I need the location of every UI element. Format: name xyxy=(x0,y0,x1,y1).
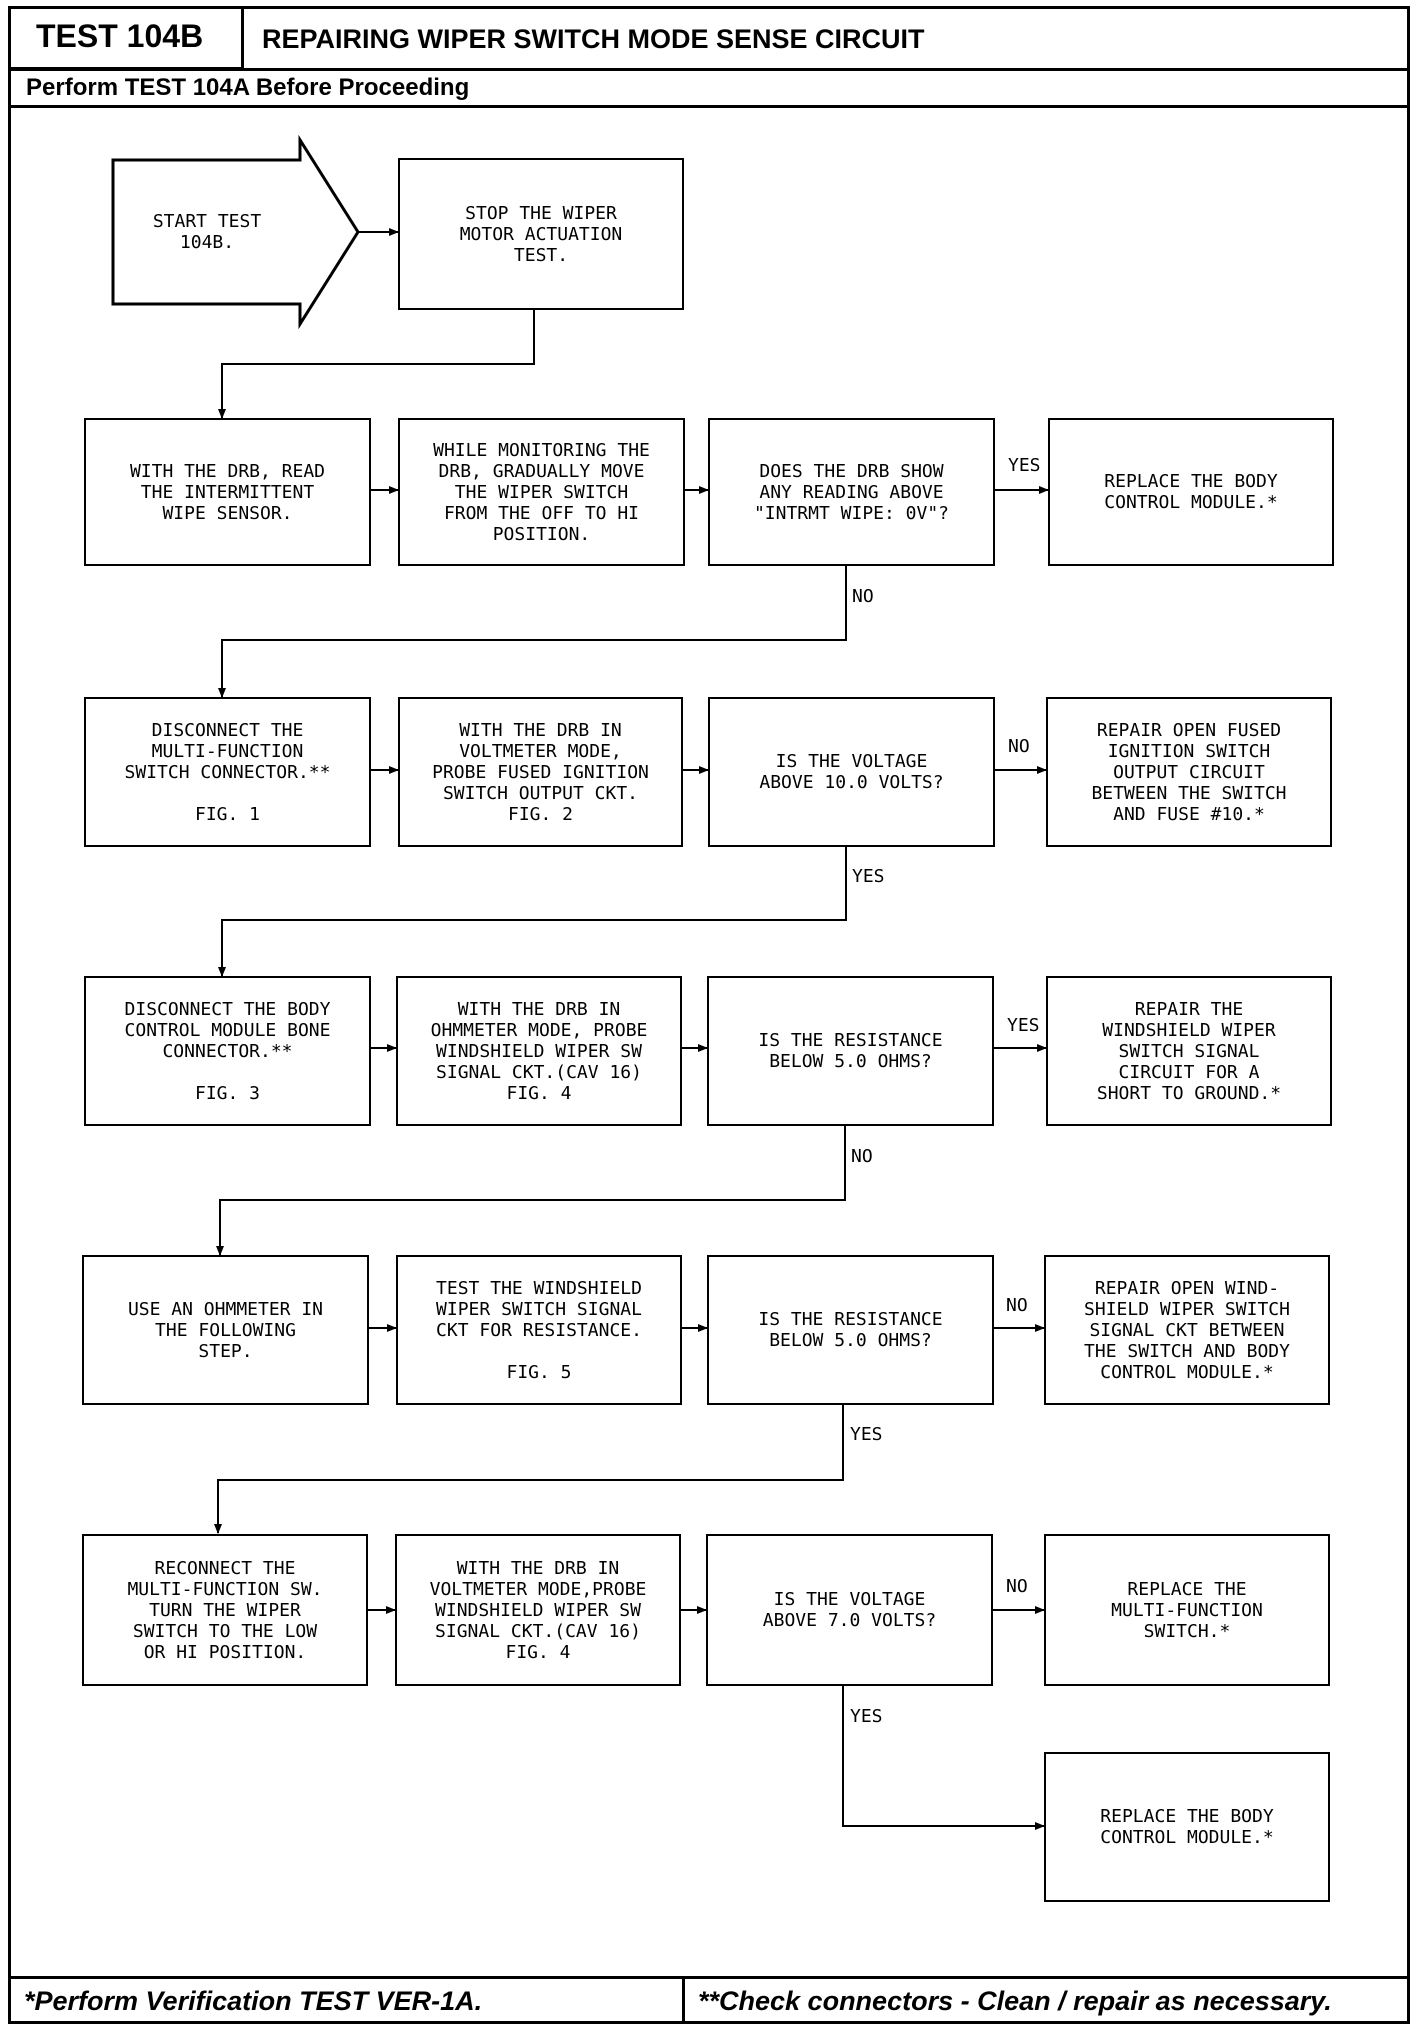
label-yes-row6: YES xyxy=(850,1706,883,1727)
question-voltage-10-box: IS THE VOLTAGE ABOVE 10.0 VOLTS? xyxy=(708,697,995,847)
question-resistance-box-2: IS THE RESISTANCE BELOW 5.0 OHMS? xyxy=(707,1255,994,1405)
disconnect-mf-switch-box: DISCONNECT THE MULTI-FUNCTION SWITCH CON… xyxy=(84,697,371,847)
probe-volt-signal-box: WITH THE DRB IN VOLTMETER MODE,PROBE WIN… xyxy=(395,1534,681,1686)
footer-right-note: **Check connectors - Clean / repair as n… xyxy=(698,1986,1332,2016)
replace-bcm-box-1: REPLACE THE BODY CONTROL MODULE.* xyxy=(1048,418,1334,566)
footer-divider xyxy=(682,1976,685,2024)
disconnect-bcm-bone-box: DISCONNECT THE BODY CONTROL MODULE BONE … xyxy=(84,976,371,1126)
footer-rule xyxy=(8,1976,1410,2024)
monitor-move-switch-box: WHILE MONITORING THE DRB, GRADUALLY MOVE… xyxy=(398,418,685,566)
repair-open-ignition-box: REPAIR OPEN FUSED IGNITION SWITCH OUTPUT… xyxy=(1046,697,1332,847)
question-resistance-box-1: IS THE RESISTANCE BELOW 5.0 OHMS? xyxy=(707,976,994,1126)
question-voltage-7-box: IS THE VOLTAGE ABOVE 7.0 VOLTS? xyxy=(706,1534,993,1686)
reconnect-mf-box: RECONNECT THE MULTI-FUNCTION SW. TURN TH… xyxy=(82,1534,368,1686)
label-yes-row2: YES xyxy=(1008,455,1041,476)
label-no-row2: NO xyxy=(852,586,874,607)
replace-bcm-box-2: REPLACE THE BODY CONTROL MODULE.* xyxy=(1044,1752,1330,1902)
label-no-row4: NO xyxy=(851,1146,873,1167)
probe-ohm-signal-box: WITH THE DRB IN OHMMETER MODE, PROBE WIN… xyxy=(396,976,682,1126)
label-no-row3: NO xyxy=(1008,736,1030,757)
start-arrow-shape xyxy=(111,134,360,330)
footer-left-note: *Perform Verification TEST VER-1A. xyxy=(24,1986,483,2016)
stop-motor-test-box: STOP THE WIPER MOTOR ACTUATION TEST. xyxy=(398,158,684,310)
header-test-id: TEST 104B xyxy=(36,18,204,54)
use-ohmmeter-box: USE AN OHMMETER IN THE FOLLOWING STEP. xyxy=(82,1255,369,1405)
question-drb-reading-box: DOES THE DRB SHOW ANY READING ABOVE "INT… xyxy=(708,418,995,566)
label-no-row6: NO xyxy=(1006,1576,1028,1597)
repair-short-box: REPAIR THE WINDSHIELD WIPER SWITCH SIGNA… xyxy=(1046,976,1332,1126)
repair-open-signal-box: REPAIR OPEN WIND- SHIELD WIPER SWITCH SI… xyxy=(1044,1255,1330,1405)
label-yes-row4: YES xyxy=(1007,1015,1040,1036)
header-title: REPAIRING WIPER SWITCH MODE SENSE CIRCUI… xyxy=(262,24,925,54)
replace-mf-switch-box: REPLACE THE MULTI-FUNCTION SWITCH.* xyxy=(1044,1534,1330,1686)
read-intermittent-box: WITH THE DRB, READ THE INTERMITTENT WIPE… xyxy=(84,418,371,566)
header-subtitle: Perform TEST 104A Before Proceeding xyxy=(26,74,470,101)
label-yes-row3: YES xyxy=(852,866,885,887)
label-no-row5: NO xyxy=(1006,1295,1028,1316)
test-resistance-box: TEST THE WINDSHIELD WIPER SWITCH SIGNAL … xyxy=(396,1255,682,1405)
probe-ignition-box: WITH THE DRB IN VOLTMETER MODE, PROBE FU… xyxy=(398,697,683,847)
label-yes-row5: YES xyxy=(850,1424,883,1445)
header-bottom-rule xyxy=(8,68,1410,108)
start-box: START TEST 104B. xyxy=(152,211,262,253)
